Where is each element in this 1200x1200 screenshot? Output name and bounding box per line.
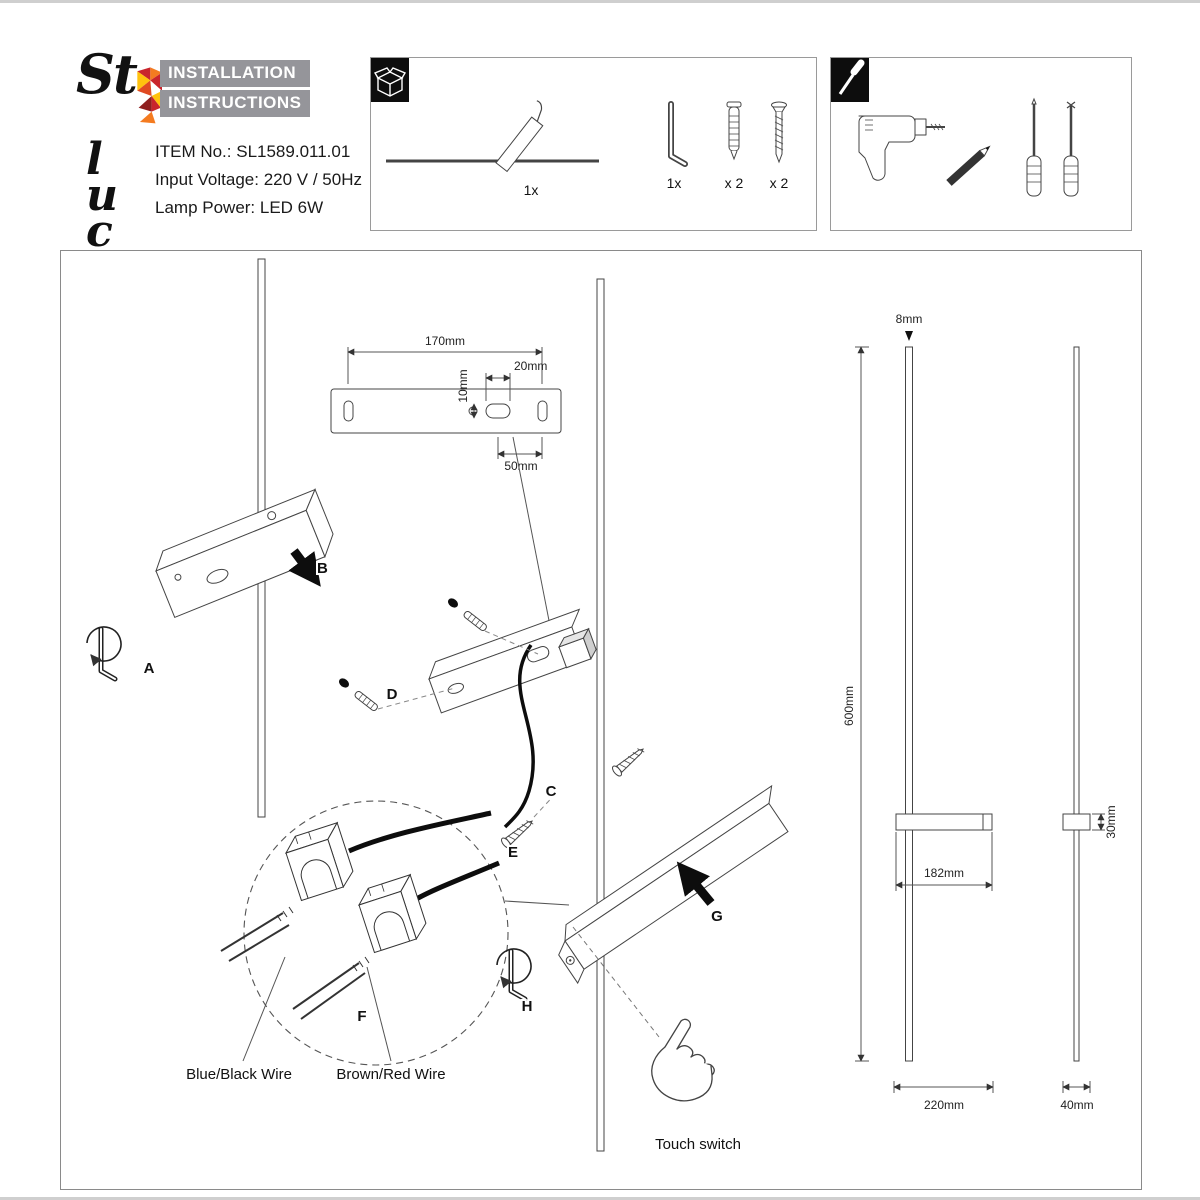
lamp-body: [558, 784, 789, 985]
package-icon: [371, 58, 409, 102]
hex-key-qty: 1x: [667, 175, 682, 191]
product-info: ITEM No.: SL1589.011.01 Input Voltage: 2…: [155, 138, 362, 222]
anchor-qty: x 2: [725, 175, 744, 191]
package-contents-drawing: 1x 1x x 2 x 2: [371, 58, 789, 198]
dim-170: 170mm: [425, 334, 465, 348]
anchors-d: [339, 598, 539, 713]
hex-key-a: [86, 626, 122, 682]
installation-diagram: A B 170mm 20mm: [86, 258, 1118, 1155]
lamp-rod-center: [596, 278, 605, 1152]
dim-10: 10mm: [456, 369, 470, 402]
screw-qty: x 2: [770, 175, 789, 191]
hand-drawing: [651, 1018, 715, 1102]
hex-key-h: [496, 948, 532, 1002]
dim-40: 40mm: [1060, 1098, 1093, 1112]
title-line-2: INSTRUCTIONS: [160, 90, 310, 117]
step-e-label: E: [508, 844, 518, 861]
dim-600: 600mm: [842, 686, 856, 726]
step-g-label: G: [711, 908, 723, 925]
wire-blue-label: Blue/Black Wire: [186, 1066, 292, 1083]
package-contents-box: 1x 1x x 2 x 2: [370, 57, 817, 231]
step-a-label: A: [144, 660, 155, 677]
screw-drawing: [771, 101, 787, 164]
hex-key-drawing: [668, 101, 688, 167]
scan-edge-top: [0, 0, 1200, 3]
tools-box: [830, 57, 1132, 231]
drill-drawing: [858, 115, 945, 181]
dim-220: 220mm: [924, 1098, 964, 1112]
step-b-label: B: [317, 560, 328, 577]
phillips-screwdriver-drawing: [1063, 101, 1079, 197]
screws-e: [499, 744, 648, 851]
screwdriver-icon: [831, 58, 869, 102]
dim-8: 8mm: [896, 312, 923, 326]
dim-182: 182mm: [924, 866, 964, 880]
front-view: 8mm 600mm 182mm 220mm: [842, 312, 994, 1112]
dim-50: 50mm: [504, 459, 537, 473]
step-h-label: H: [522, 998, 533, 1015]
lamp-power: Lamp Power: LED 6W: [155, 198, 324, 217]
step-c-label: C: [546, 783, 557, 800]
logo-mosaic: [137, 67, 162, 124]
wall-anchor-drawing: [726, 101, 742, 161]
mounted-bracket: [428, 608, 597, 829]
touch-switch-label: Touch switch: [655, 1136, 741, 1153]
bracket-left: [155, 488, 334, 619]
lamp-qty: 1x: [524, 182, 539, 198]
header-title: INSTALLATION INSTRUCTIONS: [160, 60, 310, 120]
installation-diagram-box: A B 170mm 20mm: [60, 250, 1142, 1190]
flat-screwdriver-drawing: [1026, 97, 1042, 197]
side-view: 30mm 40mm: [1060, 346, 1118, 1112]
step-d-label: D: [387, 686, 398, 703]
pencil-drawing: [946, 145, 991, 186]
dim-20: 20mm: [514, 359, 547, 373]
title-line-1: INSTALLATION: [160, 60, 310, 87]
scan-edge-bottom: [0, 1197, 1200, 1200]
mains-cable: [503, 644, 535, 829]
tools-drawing: [831, 58, 1079, 197]
item-number: ITEM No.: SL1589.011.01: [155, 142, 351, 161]
lamp-drawing: [386, 100, 599, 173]
step-f-label: F: [357, 1008, 366, 1025]
logo-st-text: St: [76, 42, 138, 106]
bracket-dimension-drawing: 170mm 20mm 10mm 50mm: [330, 334, 562, 642]
wiring-inset: [220, 800, 570, 1066]
input-voltage: Input Voltage: 220 V / 50Hz: [155, 170, 362, 189]
wire-brown-label: Brown/Red Wire: [336, 1066, 445, 1083]
arrow-b: [288, 548, 321, 587]
dim-30: 30mm: [1104, 805, 1118, 838]
